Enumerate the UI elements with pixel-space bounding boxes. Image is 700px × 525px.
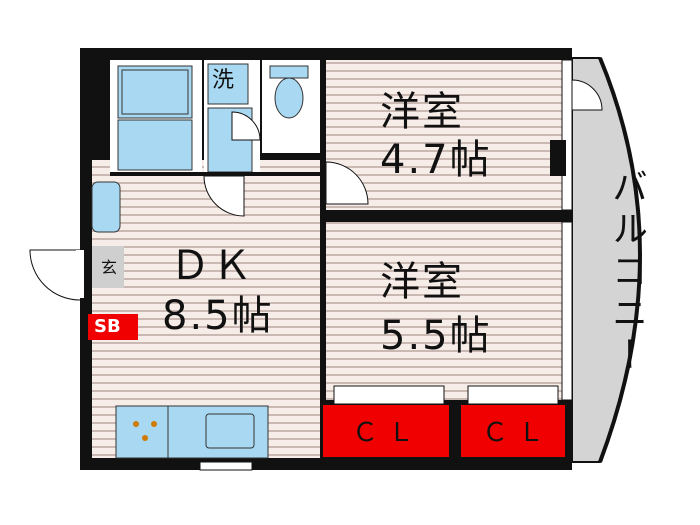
bath-door-swing	[203, 175, 245, 217]
room2-floor	[326, 222, 562, 400]
wall-rooms-mid	[326, 210, 566, 222]
washer-box	[207, 63, 249, 105]
toilet-tank	[269, 65, 309, 79]
dk-size: 8.5帖	[162, 293, 274, 339]
stove-burner	[151, 421, 157, 427]
room2-size: 5.5帖	[380, 313, 492, 359]
balcony-label: バルコニー	[606, 168, 647, 378]
shoe-box	[88, 314, 138, 340]
entrance-door-swing	[29, 249, 81, 301]
closet-1	[321, 403, 451, 459]
shoe-box-label: SB	[94, 316, 121, 337]
toilet-bowl	[274, 77, 304, 119]
window-room2	[561, 221, 573, 401]
closet-2-label: ＣＬ	[482, 418, 555, 448]
wall-bath-dk	[110, 172, 320, 176]
balcony-door-swing	[571, 79, 603, 111]
closet-doors-1	[333, 385, 445, 405]
room2-name: 洋室	[380, 259, 464, 305]
wall-room-divider	[320, 60, 326, 400]
wash-basin	[91, 181, 121, 233]
stove-burner	[142, 435, 148, 441]
entrance-gap	[76, 250, 84, 298]
room1-size: 4.7帖	[380, 137, 492, 183]
room1-name: 洋室	[380, 89, 464, 135]
entrance-floor	[92, 246, 124, 288]
balcony-railing	[598, 57, 642, 463]
stove-burner	[133, 421, 139, 427]
pipe-shaft	[550, 140, 566, 176]
kitchen-sink	[205, 413, 255, 449]
window-room1	[561, 59, 573, 211]
entrance-label: 玄	[101, 258, 118, 277]
bathtub-basin	[121, 69, 189, 115]
dk-name: ＤＫ	[170, 243, 254, 289]
washer-label: 洗	[212, 68, 235, 93]
shower-area	[117, 119, 193, 171]
dk-window	[199, 461, 253, 471]
room1-floor	[326, 60, 562, 210]
room1-door-swing	[325, 161, 369, 205]
closet-doors-2	[467, 385, 559, 405]
closet-1-label: ＣＬ	[352, 418, 425, 448]
wash-door-swing	[231, 111, 261, 141]
